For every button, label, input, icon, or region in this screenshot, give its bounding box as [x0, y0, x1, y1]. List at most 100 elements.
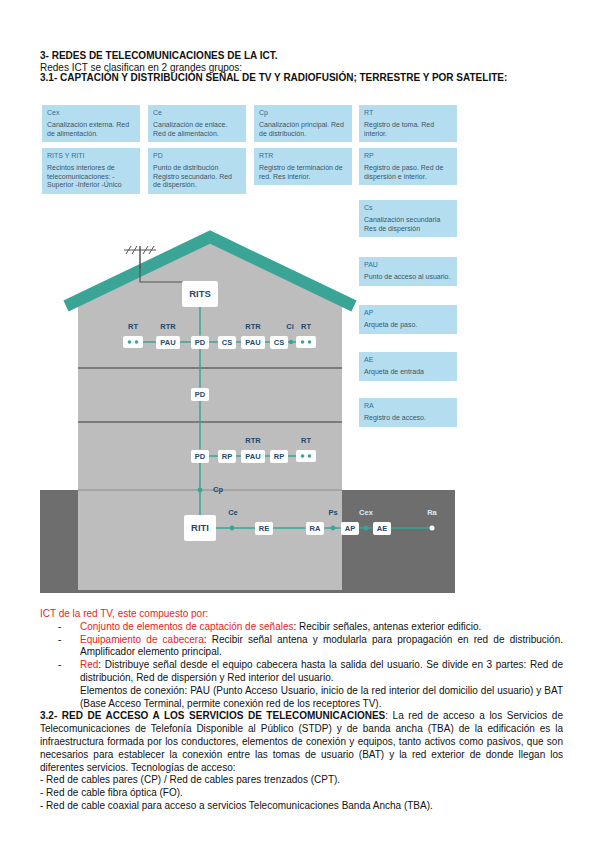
antenna-cable	[140, 266, 186, 282]
socket-dot	[128, 340, 132, 344]
body-text: ICT de la red TV, este compuesto por:	[40, 608, 208, 619]
box-heading: RTR	[259, 152, 347, 161]
part-label: Cp	[213, 486, 223, 494]
text-row: ICT de la red TV, este compuesto por:	[40, 608, 563, 621]
box-heading: PAU	[245, 338, 260, 347]
network-box: PD	[191, 450, 209, 463]
network-box: PAU	[156, 336, 179, 349]
box-body: Canalización secundaria Res de dispersió…	[364, 216, 452, 234]
box-heading: PAU	[364, 261, 452, 270]
body-text: 3.2- RED DE ACCESO A LOS SERVICIOS DE TE…	[40, 710, 385, 721]
part-label: RTR	[245, 437, 260, 445]
box-body: Arqueta de entrada	[364, 368, 452, 377]
legend-box: RPRegistro de paso. Red de dispersión e …	[359, 148, 457, 185]
text-body: ICT de la red TV, este compuesto por:-Co…	[40, 608, 563, 813]
bullet-text: Conjunto de elementos de captación de se…	[80, 621, 563, 634]
box-body: Registro de paso. Red de dispersión e in…	[364, 164, 452, 182]
body-text: : Recibir señales, antenas exterior edif…	[293, 621, 481, 632]
text-row: - Red de cable coaxial para acceso a ser…	[40, 800, 563, 813]
body-text: -	[58, 634, 80, 660]
antenna-mast	[139, 246, 141, 268]
legend-box: CsCanalización secundaria Res de dispers…	[359, 200, 457, 237]
part-label: Ps	[328, 509, 337, 517]
box-heading: RITS	[189, 288, 211, 299]
part-label: RT	[301, 323, 311, 331]
end-point	[430, 526, 435, 531]
part-label: RT	[128, 323, 138, 331]
network-box: AP	[341, 522, 359, 535]
text-row: -Conjunto de elementos de captación de s…	[40, 621, 563, 634]
part-label: Ra	[427, 509, 437, 517]
network-box: RE	[255, 522, 273, 535]
cable-connector	[180, 341, 191, 343]
box-body: Recintos interiores de telecomunicacione…	[47, 164, 135, 190]
box-heading: PD	[195, 390, 205, 399]
part-label: RTR	[160, 323, 175, 331]
box-heading: CS	[222, 338, 232, 347]
body-text: -	[58, 621, 80, 634]
body-text: -	[58, 659, 80, 685]
junction-dot	[289, 340, 293, 344]
antenna-element	[132, 246, 137, 254]
cable-connector	[199, 401, 201, 450]
body-text: Conjunto de elementos de captación de se…	[80, 621, 293, 632]
box-body: Registro de acceso.	[364, 414, 452, 423]
socket-dot	[301, 340, 305, 344]
ground-line	[78, 490, 342, 491]
legend-box: CexCanalización externa. Red de alimenta…	[42, 105, 140, 142]
box-heading: PD	[195, 338, 205, 347]
box-heading: Ce	[153, 109, 241, 118]
box-heading: CS	[274, 338, 284, 347]
body-text: : Distribuye señal desde el equipo cabec…	[80, 659, 563, 683]
box-heading: PAU	[245, 452, 260, 461]
text-row: -Red: Distribuye señal desde el equipo c…	[40, 659, 563, 685]
box-heading: PD	[195, 452, 205, 461]
text-row: Elementos de conexión: PAU (Punto Acceso…	[40, 685, 563, 711]
network-box: PD	[191, 388, 209, 401]
roof	[66, 237, 354, 306]
antenna-element	[126, 246, 131, 254]
box-heading: AP	[345, 524, 355, 533]
box-body: Arqueta de paso.	[364, 321, 452, 330]
junction-dot	[230, 526, 235, 531]
floor-line	[78, 367, 342, 369]
box-heading: RA	[310, 524, 321, 533]
socket-symbol	[123, 336, 143, 348]
body-text: - Red de cable coaxial para acceso a ser…	[40, 800, 433, 811]
box-heading: PAU	[160, 338, 175, 347]
bullet-text: Red: Distribuye señal desde el equipo ca…	[80, 659, 563, 685]
network-box: AE	[373, 522, 391, 535]
box-body: Canalización principal. Red de distribuc…	[259, 121, 347, 139]
box-heading: RITS Y RITI	[47, 152, 135, 161]
socket-dot	[308, 340, 312, 344]
network-box: RP	[218, 450, 236, 463]
body-text: Equipamiento de cabecera	[80, 634, 204, 645]
legend-box: RTRegistro de toma. Red interior.	[359, 105, 457, 142]
network-box: CS	[218, 336, 236, 349]
box-heading: Cex	[47, 109, 135, 118]
part-label: Ci	[286, 323, 294, 331]
text-row: - Red de cables pares (CP) / Red de cabl…	[40, 774, 563, 787]
box-body: Canalización de enlace. Red de alimentac…	[153, 121, 241, 139]
box-heading: RITI	[191, 522, 209, 533]
cable-connector	[209, 341, 218, 343]
floor-line	[78, 421, 342, 423]
box-body: Registro de terminación de red. Res inte…	[259, 164, 347, 182]
part-label: Cex	[359, 509, 373, 517]
network-box: RITI	[184, 515, 216, 540]
box-heading: Cs	[364, 204, 452, 213]
box-heading: AE	[364, 356, 452, 365]
box-heading: RP	[274, 452, 284, 461]
box-body: Canalización externa. Red de alimentació…	[47, 121, 135, 139]
legend-box: RARegistro de acceso.	[359, 398, 457, 427]
bullet-text: Equipamiento de cabecera: Recibir señal …	[80, 634, 563, 660]
socket-symbol	[296, 450, 316, 462]
body-text: Elementos de conexión: PAU (Punto Acceso…	[80, 685, 563, 709]
cable-connector	[209, 455, 218, 457]
legend-box: CeCanalización de enlace. Red de aliment…	[148, 105, 246, 142]
network-box: PD	[191, 336, 209, 349]
junction-dot	[198, 488, 203, 493]
body-text: - Red de cable fibra óptica (FO).	[40, 787, 183, 798]
legend-box: PAUPunto de acceso al usuario.	[359, 257, 457, 286]
cable-connector	[216, 527, 255, 529]
